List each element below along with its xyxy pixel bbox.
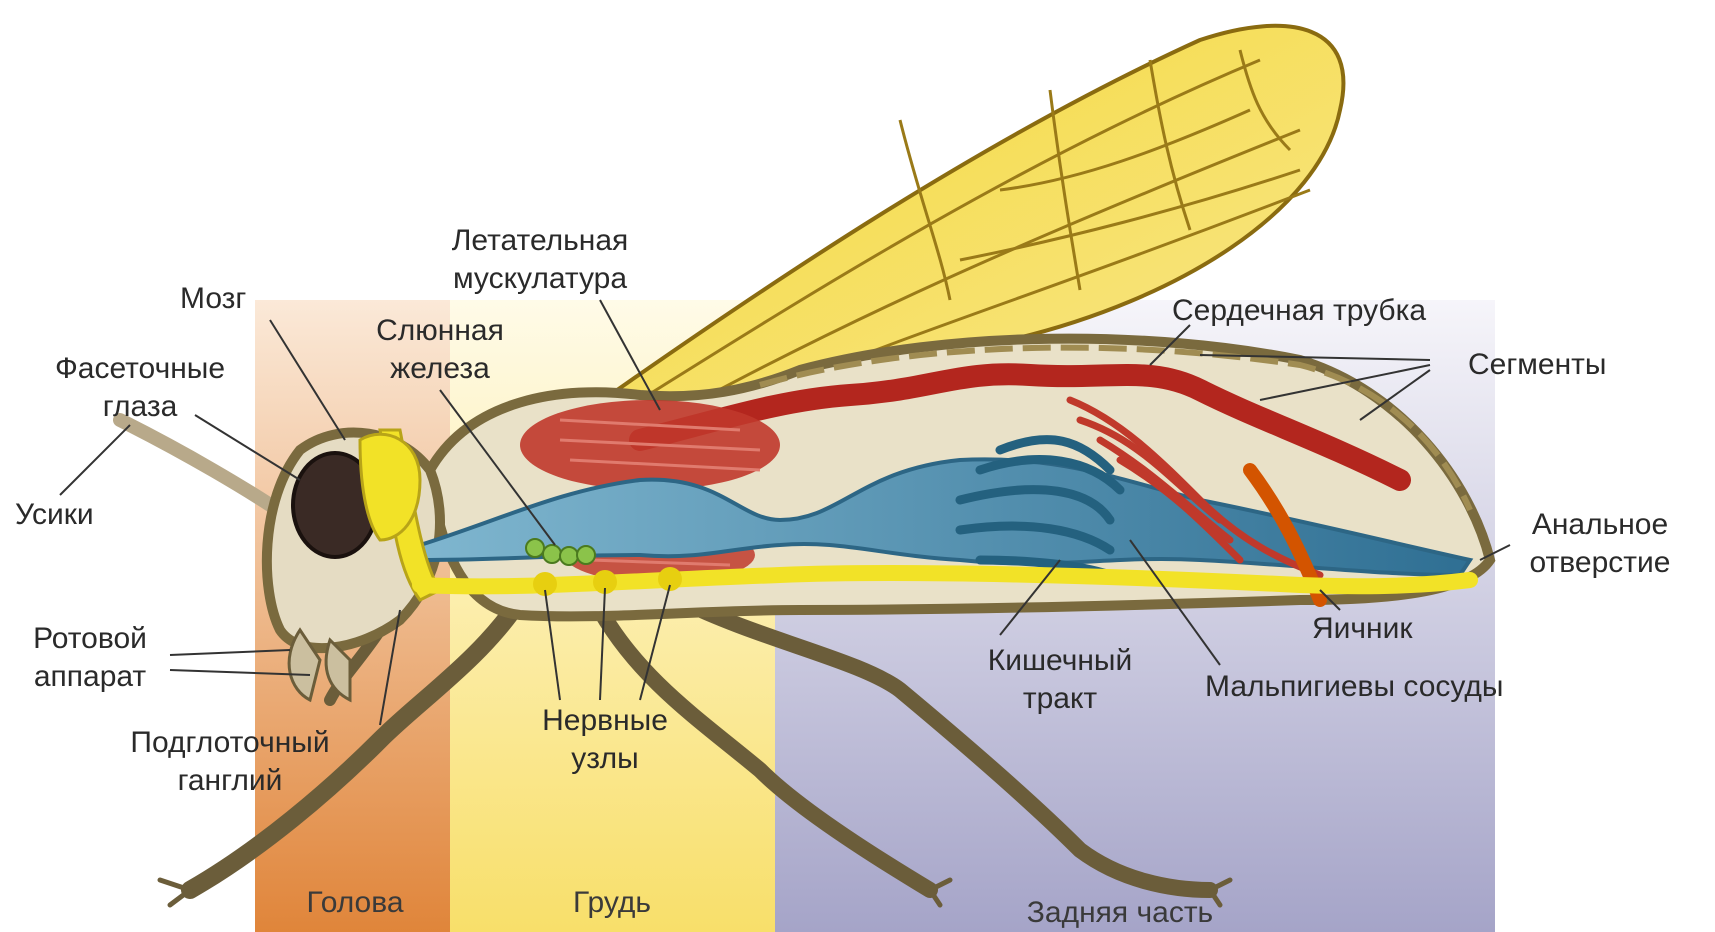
region-label-head: Голова — [306, 886, 403, 919]
label-malpighian-tubules: Мальпигиевы сосуды — [1205, 668, 1503, 706]
label-mouthparts: Ротовой аппарат — [10, 620, 170, 696]
label-brain: Мозг — [180, 280, 246, 318]
label-heart-tube: Сердечная трубка — [1172, 292, 1426, 330]
region-label-abdomen: Задняя часть — [1027, 896, 1213, 929]
label-antennae: Усики — [15, 496, 94, 534]
label-segments: Сегменты — [1468, 346, 1606, 384]
label-flight-muscles: Летательная мускулатура — [420, 222, 660, 298]
label-subesophageal-ganglion: Подглоточный ганглий — [100, 724, 360, 800]
label-salivary-gland: Слюнная железа — [355, 312, 525, 388]
label-ovary: Яичник — [1312, 610, 1413, 648]
region-label-thorax: Грудь — [573, 886, 651, 919]
label-compound-eyes: Фасеточные глаза — [20, 350, 260, 426]
label-anus: Анальное отверстие — [1500, 506, 1700, 582]
label-nerve-ganglia: Нервные узлы — [510, 702, 700, 778]
label-intestinal-tract: Кишечный тракт — [960, 642, 1160, 718]
